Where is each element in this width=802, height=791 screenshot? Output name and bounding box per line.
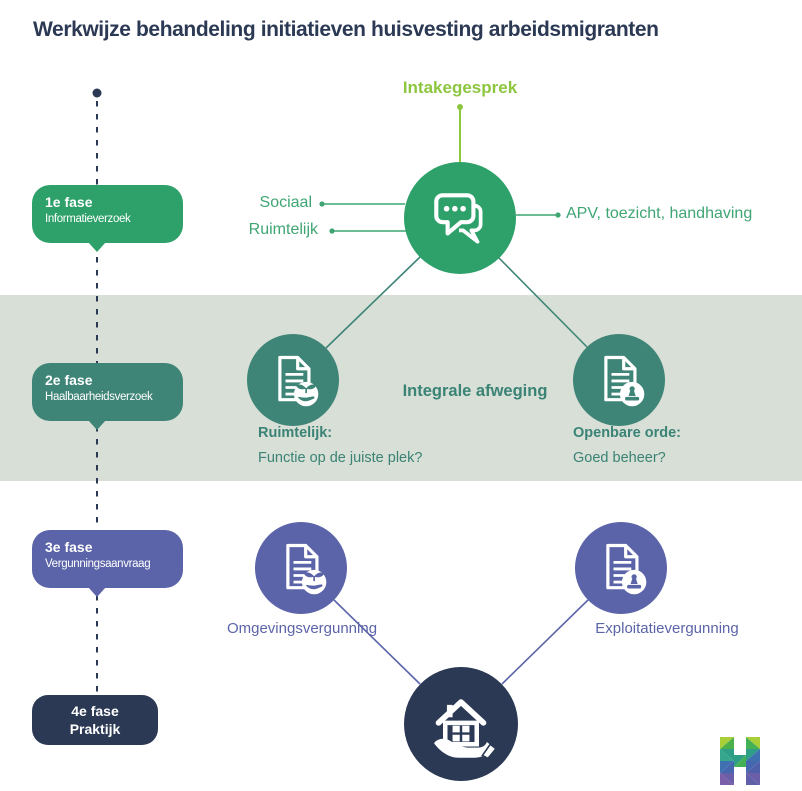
- bubble-tail: [88, 420, 106, 430]
- fase-label: 2e fase: [45, 372, 93, 388]
- fase-bubble-2: 2e fase Haalbaarheidsverzoek: [32, 363, 183, 430]
- h-logo-icon: [720, 737, 760, 785]
- spatial-question-block: Ruimtelijk: Functie op de juiste plek?: [258, 421, 478, 471]
- exploitatievergunning-circle: [575, 522, 667, 614]
- exploitatievergunning-label: Exploitatievergunning: [595, 620, 739, 637]
- spatial-assessment-circle: [247, 334, 339, 426]
- chat-bubbles-icon: [434, 193, 483, 244]
- bubble-tail: [88, 242, 106, 252]
- integrale-afweging-label: Integrale afweging: [402, 382, 548, 400]
- house-in-hand-icon: [434, 699, 497, 760]
- omgevingsvergunning-label: Omgevingsvergunning: [226, 620, 378, 637]
- spatial-question-text: Functie op de juiste plek?: [258, 450, 423, 466]
- fase-label: 4e fase: [71, 703, 119, 719]
- document-stamp-icon: [604, 355, 645, 407]
- link-omgeving-practice: [333, 599, 421, 685]
- bubble-tail: [88, 587, 106, 597]
- public-order-question-title: Openbare orde:: [573, 425, 681, 441]
- label-ruimtelijk: Ruimtelijk: [248, 221, 318, 238]
- apv-dot: [555, 212, 561, 218]
- intake-circle: [404, 162, 516, 274]
- public-order-assessment-circle: [573, 334, 665, 426]
- link-intake-publicorder: [498, 257, 588, 348]
- fase-sublabel: Haalbaarheidsverzoek: [45, 391, 153, 403]
- h-gradient-logo: [716, 733, 764, 790]
- practice-circle: [404, 667, 518, 781]
- fase-sublabel: Informatieverzoek: [45, 213, 131, 225]
- link-exploitatie-practice: [501, 599, 589, 685]
- document-sprout-icon: [286, 543, 327, 595]
- fase-bubble-1: 1e fase Informatieverzoek: [32, 185, 183, 252]
- link-intake-spatial: [325, 256, 421, 349]
- page-title: Werkwijze behandeling initiatieven huisv…: [33, 18, 659, 41]
- label-sociaal: Sociaal: [259, 194, 312, 211]
- public-order-question-text: Goed beheer?: [573, 450, 666, 466]
- fase-bubble-4: 4e fase Praktijk: [32, 695, 158, 745]
- fase-label: 1e fase: [45, 194, 93, 210]
- label-apv-toezicht-handhaving: APV, toezicht, handhaving: [566, 205, 753, 222]
- fase-label: 3e fase: [45, 539, 93, 555]
- fase-bubble-3: 3e fase Vergunningsaanvraag: [32, 530, 183, 597]
- fase-sublabel: Praktijk: [69, 721, 121, 737]
- spatial-question-title: Ruimtelijk:: [258, 425, 333, 441]
- document-sprout-icon: [278, 355, 319, 407]
- timeline-start-dot: [92, 88, 102, 98]
- document-stamp-icon: [606, 543, 647, 595]
- omgevingsvergunning-circle: [255, 522, 347, 614]
- fase-sublabel: Vergunningsaanvraag: [45, 558, 151, 570]
- intake-title: Intakegesprek: [402, 78, 518, 97]
- public-order-question-block: Openbare orde: Goed beheer?: [573, 421, 773, 471]
